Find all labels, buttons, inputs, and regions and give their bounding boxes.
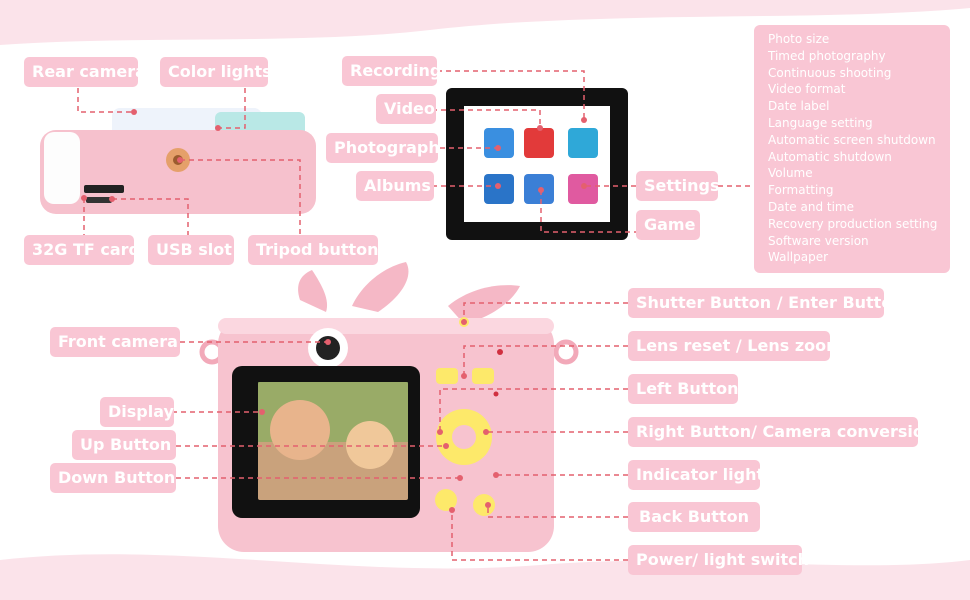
- albums-app-icon[interactable]: [484, 174, 514, 204]
- back-button[interactable]: [473, 494, 495, 516]
- indicator-light: [493, 391, 499, 397]
- label-down-button: Down Button: [50, 463, 176, 493]
- settings-item: Photo size: [768, 32, 830, 46]
- label-recording: Recording: [342, 56, 441, 86]
- settings-item: Volume: [768, 166, 813, 181]
- label-color-lights: Color lights: [160, 57, 272, 87]
- settings-item: Video format: [768, 82, 846, 97]
- label-rear-camera: Rear camera: [24, 57, 146, 87]
- video-app-icon[interactable]: [524, 128, 554, 158]
- label-power-switch: Power/ light switch: [628, 545, 809, 575]
- settings-item: Formatting: [768, 183, 834, 198]
- settings-item: Recovery production setting: [768, 216, 938, 231]
- left-wing: [298, 270, 328, 312]
- settings-item: Wallpaper: [768, 250, 829, 265]
- label-photograph: Photograph: [326, 133, 440, 163]
- settings-item: Software version: [768, 233, 869, 248]
- settings-item: Automatic shutdown: [768, 149, 892, 164]
- label-display: Display: [100, 397, 174, 427]
- lens-reset-button[interactable]: [436, 368, 458, 384]
- settings-list: Photo size Timed photography Continuous …: [754, 25, 950, 273]
- settings-item: Language setting: [768, 115, 873, 130]
- right-wing: [352, 262, 409, 312]
- side-cover: [44, 132, 80, 204]
- label-albums: Albums: [356, 171, 434, 201]
- power-switch-button[interactable]: [435, 489, 457, 511]
- tf-card-slot: [84, 185, 124, 193]
- settings-item: Continuous shooting: [768, 65, 892, 80]
- photograph-app-icon[interactable]: [484, 128, 514, 158]
- settings-item: Date and time: [768, 199, 854, 214]
- label-tripod-button: Tripod button: [248, 235, 379, 265]
- label-up-button: Up Button: [72, 430, 176, 460]
- front-lens: [316, 336, 340, 360]
- settings-item: Date label: [768, 99, 830, 114]
- shutter-button[interactable]: [459, 317, 469, 327]
- usb-port: [86, 197, 112, 203]
- label-usb-slot: USB slot: [148, 235, 234, 265]
- label-game: Game: [636, 210, 700, 240]
- label-settings: Settings: [636, 171, 720, 201]
- label-lens-reset: Lens reset / Lens zoom: [628, 331, 843, 361]
- label-left-button: Left Button: [628, 374, 739, 404]
- settings-item: Timed photography: [768, 48, 886, 63]
- recording-app-icon[interactable]: [568, 128, 598, 158]
- lens-zoom-button[interactable]: [472, 368, 494, 384]
- enter-button-center[interactable]: [452, 425, 476, 449]
- label-tf-card: 32G TF card: [24, 235, 140, 265]
- settings-item: Automatic screen shutdown: [768, 132, 936, 147]
- label-right-button: Right Button/ Camera conversion: [628, 417, 935, 447]
- label-indicator-light: Indicator light: [628, 460, 764, 490]
- label-shutter-button: Shutter Button / Enter Button: [628, 288, 904, 318]
- label-front-camera: Front camera: [50, 327, 180, 357]
- label-video: Video: [376, 94, 436, 124]
- label-back-button: Back Button: [628, 502, 760, 532]
